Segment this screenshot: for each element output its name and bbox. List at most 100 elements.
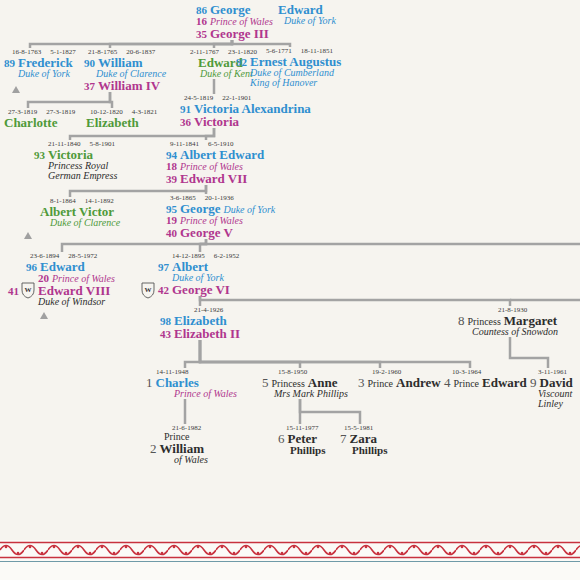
life-dates: 21-8-1765: [88, 48, 117, 56]
family-line: [200, 340, 470, 368]
title-text: Duke of Kent: [200, 69, 253, 79]
ordinal-number: 43: [160, 329, 171, 340]
person-name: Charlotte: [4, 116, 57, 129]
text-row: Elizabeth: [86, 116, 157, 129]
ordinal-number: 90: [84, 58, 95, 69]
text-row: 3-11-1961: [538, 368, 578, 376]
life-dates: 5-8-1901: [89, 140, 115, 148]
text-row: 24-5-1819 22-1-1901: [184, 94, 311, 102]
life-dates: 27-3-1819: [8, 108, 37, 116]
life-dates: 14-12-1895: [172, 252, 205, 260]
regnal-name: George VI: [172, 283, 230, 296]
regnal-name: Edward VII: [180, 172, 247, 185]
ordinal-number: 86: [196, 5, 207, 16]
person-entry: 10-3-19644PrinceEdward: [444, 368, 527, 389]
life-dates: 10-3-1964: [452, 368, 481, 376]
windsor-shield: [22, 283, 34, 298]
life-dates: 15-8-1950: [278, 368, 307, 376]
text-row: 5PrincessAnne: [262, 376, 348, 389]
text-row: 19Prince of Wales: [166, 215, 275, 226]
life-dates: 6-2-1952: [214, 252, 240, 260]
person-entry: 15-8-19505PrincessAnneMrs Mark Phillips: [262, 368, 348, 399]
decorative-border: [0, 543, 580, 557]
order-number: 1: [146, 376, 153, 389]
ordinal-number: 96: [26, 262, 37, 273]
life-dates: 2-11-1767: [190, 48, 219, 56]
text-row: 39Edward VII: [166, 172, 264, 185]
no-issue-triangle: [12, 86, 20, 93]
person-entry: 15-5-19817ZaraPhillips: [340, 424, 387, 456]
text-row: 1Charles: [146, 376, 237, 389]
text-row: Mrs Mark Phillips: [274, 389, 348, 399]
no-issue-triangle: [40, 312, 48, 319]
border-line: [0, 561, 580, 562]
text-row: 15-11-1977: [286, 424, 325, 432]
windsor-mark-letter: W: [25, 286, 32, 293]
no-issue-triangle: [24, 232, 32, 239]
family-line: [200, 340, 300, 368]
person-entry: 9-11-18416-5-191094Albert Edward18Prince…: [166, 140, 264, 185]
life-dates: 21-6-1982: [172, 424, 201, 432]
text-row: Duke of Cumberland: [250, 68, 341, 78]
text-row: 94Albert Edward: [166, 148, 264, 161]
life-dates: 20-1-1936: [205, 194, 234, 202]
title-text: German Empress: [48, 171, 117, 181]
person-name: David: [540, 376, 573, 389]
person-name: Margaret: [504, 314, 557, 327]
regnal-name: William IV: [98, 79, 160, 92]
life-dates: 27-3-1819: [46, 108, 75, 116]
person-name: Albert Edward: [180, 148, 264, 161]
text-row: 21-8-1930: [498, 306, 558, 314]
regnal-name: Elizabeth II: [174, 327, 240, 340]
title-text: Prince of Wales: [210, 17, 273, 27]
name-prefix: Princess: [468, 317, 501, 327]
person-name: Edward: [40, 260, 85, 273]
text-row: 21-8-176520-6-1837: [88, 48, 166, 56]
life-dates: 22-1-1901: [222, 94, 251, 102]
title-text: Prince of Wales: [52, 274, 115, 284]
life-dates: 14-11-1948: [156, 368, 188, 376]
person-entry: 21-11-18405-8-190193VictoriaPrincess Roy…: [34, 140, 117, 181]
ordinal-number: 89: [4, 58, 15, 69]
regnal-name: George III: [210, 27, 269, 40]
text-row: 15-8-1950: [278, 368, 348, 376]
order-number: 7: [340, 432, 347, 445]
name-prefix: Prince: [368, 379, 394, 389]
text-row: 14-11-1948: [156, 368, 237, 376]
family-line: [200, 340, 380, 368]
text-row: 21-6-1982: [172, 424, 208, 432]
person-name: Elizabeth: [174, 314, 227, 327]
text-row: 93Victoria: [34, 148, 117, 161]
text-row: 36Victoria: [180, 115, 311, 128]
family-line: [300, 399, 360, 424]
ordinal-number: 41: [8, 286, 19, 297]
family-line: [200, 296, 510, 306]
ordinal-number: 98: [160, 316, 171, 327]
life-dates: 10-12-1820: [90, 108, 123, 116]
person-name: William: [98, 56, 143, 69]
name-prefix: Prince: [164, 432, 190, 442]
life-dates: 28-5-1972: [68, 252, 97, 260]
text-row: 43Elizabeth II: [160, 327, 240, 340]
ordinal-number: 35: [196, 29, 207, 40]
text-row: Albert Victor: [40, 205, 120, 218]
text-row: Duke of Clarence: [96, 69, 166, 79]
person-name: Zara: [350, 432, 377, 445]
life-dates: 3-6-1865: [170, 194, 196, 202]
text-row: 96Edward: [26, 260, 115, 273]
life-dates: 9-11-1841: [170, 140, 199, 148]
title-text: Duke of Clarence: [96, 69, 166, 79]
text-row: 21-4-1926: [194, 306, 240, 314]
life-dates: 15-11-1977: [286, 424, 318, 432]
text-row: 9-11-18416-5-1910: [170, 140, 264, 148]
text-row: 92Ernest Augustus: [236, 55, 341, 68]
footer-ground: [0, 540, 580, 580]
life-dates: 23-6-1894: [30, 252, 59, 260]
text-row: 35George III: [196, 27, 273, 40]
life-dates: 24-5-1819: [184, 94, 213, 102]
text-row: 15-5-1981: [344, 424, 387, 432]
text-row: 40George V: [166, 226, 275, 239]
line-extension: [510, 299, 580, 302]
title-text: Viscount Linley: [538, 389, 578, 409]
ordinal-number: 92: [236, 57, 247, 68]
